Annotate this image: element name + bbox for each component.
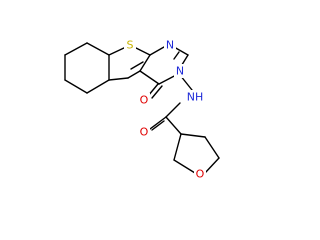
- bond: [139, 70, 160, 85]
- amine-atom: NH: [184, 90, 206, 104]
- amide-ring-nitrogen-atom: N: [174, 64, 186, 78]
- bond: [204, 136, 220, 159]
- bond: [204, 157, 220, 174]
- bond: [173, 159, 196, 174]
- amide-ring-nitrogen-label: N: [176, 65, 184, 78]
- bonds: [64, 42, 220, 174]
- bond: [173, 133, 182, 161]
- bond: [165, 116, 182, 135]
- bond: [139, 54, 151, 72]
- bond: [180, 133, 206, 138]
- bond: [130, 61, 144, 70]
- atom-labels: S N N NH O O O: [124, 38, 206, 181]
- sulfur-atom: S: [124, 38, 136, 52]
- bond: [127, 70, 141, 79]
- ring-nitrogen-atom: N: [164, 38, 176, 52]
- bond: [86, 42, 110, 56]
- carbonyl-oxygen-amide-label: O: [140, 126, 149, 139]
- bond: [149, 46, 165, 56]
- bond: [165, 102, 181, 118]
- carbonyl-oxygen-amide-atom: O: [138, 125, 150, 139]
- bond: [173, 51, 180, 60]
- amine-label: NH: [187, 91, 204, 104]
- bond: [86, 79, 110, 94]
- carbonyl-oxygen-ring-atom: O: [138, 93, 150, 107]
- bond: [64, 79, 88, 94]
- carbonyl-oxygen-ring-label: O: [140, 94, 149, 107]
- bond: [173, 46, 189, 56]
- ether-oxygen-label: O: [196, 168, 205, 181]
- bond: [151, 85, 163, 99]
- bond: [151, 120, 165, 131]
- bond: [133, 46, 151, 56]
- bond: [108, 46, 127, 56]
- sulfur-label: S: [127, 39, 134, 52]
- molecule-structure: S N N NH O O O: [64, 38, 220, 181]
- bond: [64, 42, 88, 56]
- ring-nitrogen-label: N: [166, 39, 174, 52]
- bond: [108, 77, 129, 81]
- ether-oxygen-atom: O: [194, 167, 206, 181]
- bond: [149, 116, 167, 130]
